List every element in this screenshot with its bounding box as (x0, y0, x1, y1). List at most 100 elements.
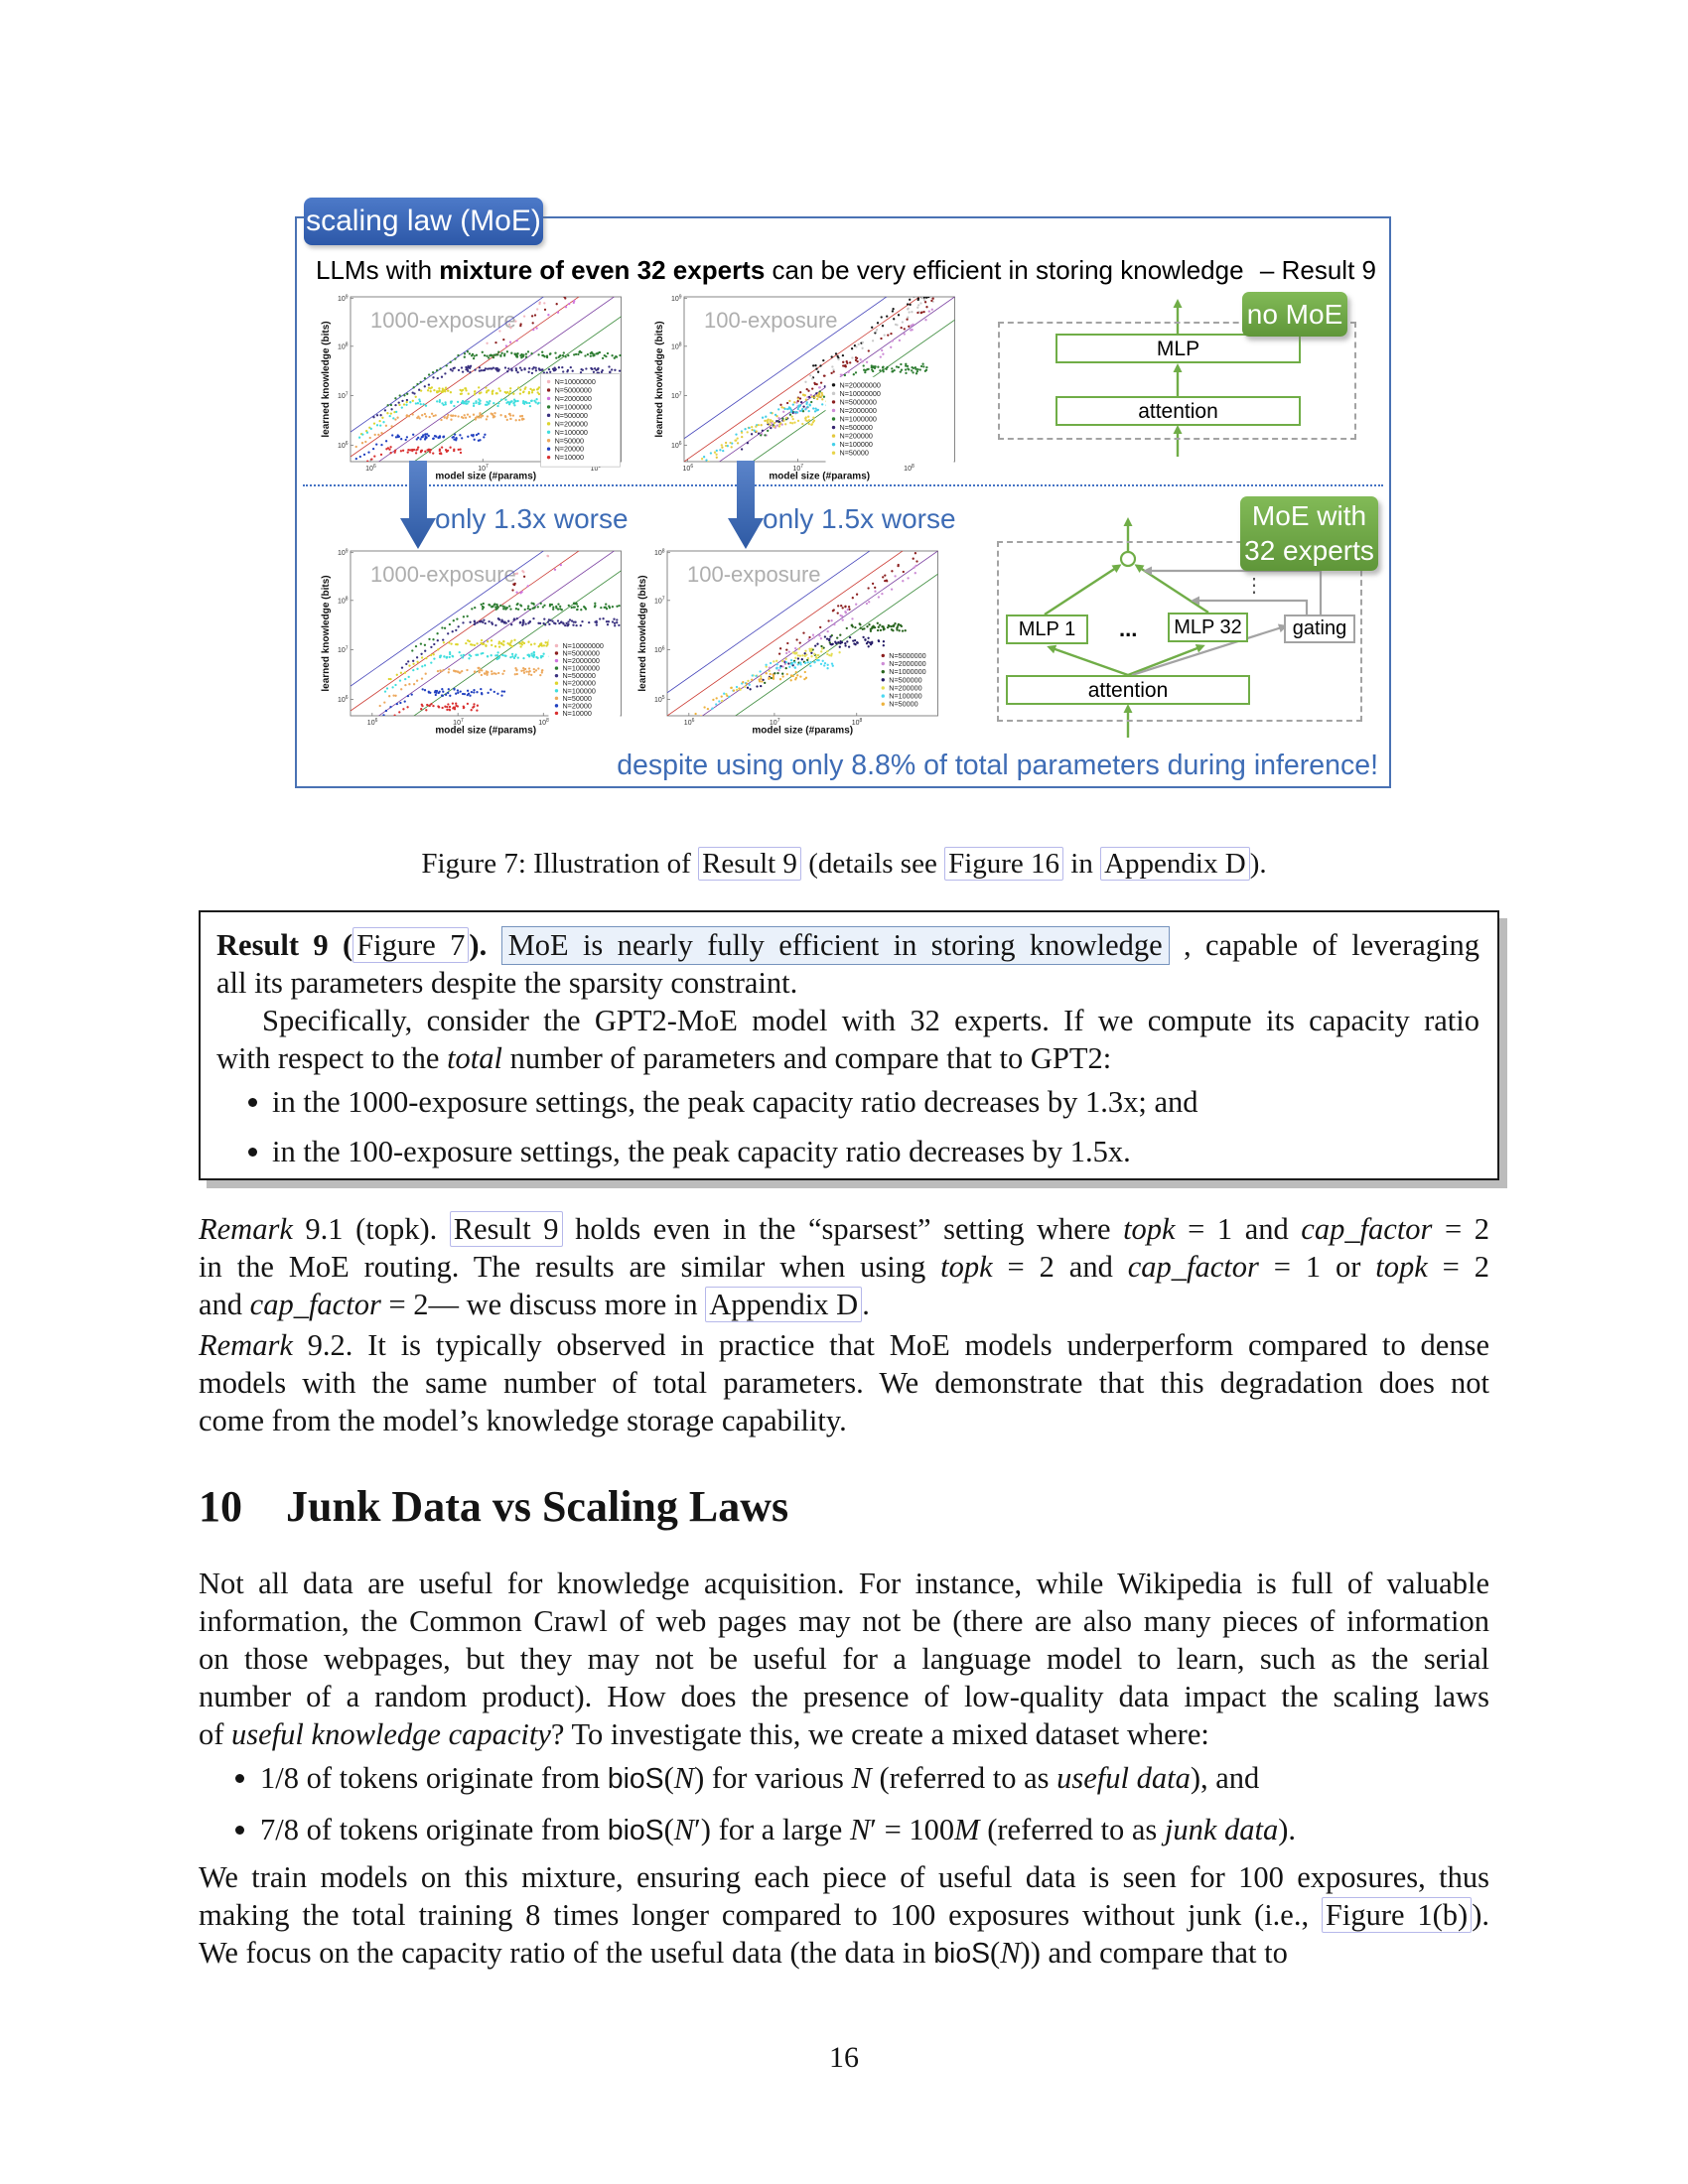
section-title: Junk Data vs Scaling Laws (286, 1482, 789, 1531)
text-span: ( (663, 1813, 674, 1846)
text-span: junk data (1164, 1813, 1279, 1846)
text-span: ). (1472, 1898, 1489, 1932)
ref-link[interactable]: Result 9 (698, 847, 801, 881)
svg-text:109: 109 (671, 294, 682, 303)
moe-attention-box: attention (1006, 675, 1250, 705)
svg-text:107: 107 (770, 718, 780, 727)
text-span: bioS (607, 1815, 664, 1846)
text-span: LLMs with (316, 255, 440, 285)
svg-text:N=1000000: N=1000000 (555, 402, 592, 411)
svg-text:N=50000: N=50000 (889, 700, 917, 709)
moe-tag: MoE with 32 experts (1240, 496, 1378, 571)
text-span: ) for various (694, 1761, 852, 1795)
junk-data-paragraph-2: We train models on this mixture, ensurin… (199, 1858, 1489, 1973)
ref-link[interactable]: Figure 7 (352, 927, 470, 963)
text-span: . (862, 1288, 870, 1321)
svg-text:learned knowledge (bits): learned knowledge (bits) (321, 321, 332, 437)
svg-text:106: 106 (367, 718, 378, 727)
text-span: bioS (607, 1763, 664, 1795)
svg-text:106: 106 (654, 645, 665, 654)
result-9-bullet-1000: in the 1000-exposure settings, the peak … (216, 1083, 1479, 1121)
svg-text:107: 107 (478, 464, 489, 473)
svg-text:1000-exposure: 1000-exposure (370, 562, 516, 587)
text-span: M (954, 1813, 980, 1846)
text-span: with respect to the (216, 1041, 448, 1075)
svg-text:N=500000: N=500000 (562, 671, 595, 680)
text-span: come from the model’s knowledge storage … (199, 1404, 847, 1437)
svg-text:N=100000: N=100000 (562, 686, 595, 695)
text-span: number of parameters and compare that to… (502, 1041, 1112, 1075)
text-span: )) and compare that to (1020, 1936, 1288, 1970)
svg-text:105: 105 (654, 695, 665, 704)
text-span: and (199, 1288, 250, 1321)
text-span: ). (469, 928, 488, 962)
svg-text:106: 106 (338, 695, 349, 704)
text-span: ). (1278, 1813, 1297, 1846)
text-span (487, 928, 500, 962)
ref-link[interactable]: Figure 16 (944, 847, 1064, 881)
text-span: N (851, 1761, 872, 1795)
text-span: on those webpages, but they may not be u… (199, 1642, 1489, 1676)
text-span: ′) for a large (694, 1813, 850, 1846)
svg-text:106: 106 (684, 718, 695, 727)
svg-text:108: 108 (338, 597, 349, 606)
text-span: = 2 (1427, 1250, 1490, 1284)
svg-text:106: 106 (671, 441, 682, 450)
no-moe-arrows (1173, 299, 1183, 457)
text-span: cap_factor (249, 1288, 381, 1321)
text-span: MoE is nearly fully efficient in storing… (500, 926, 1170, 965)
ref-link[interactable]: Appendix D (1100, 847, 1250, 881)
text-span: We train models on this mixture, ensurin… (199, 1860, 1489, 1894)
svg-text:N=200000: N=200000 (840, 432, 873, 441)
dotted-separator (303, 484, 1383, 486)
svg-text:107: 107 (338, 391, 349, 400)
svg-text:107: 107 (671, 391, 682, 400)
text-span: in the 1000-exposure settings, the peak … (272, 1085, 1198, 1119)
svg-text:109: 109 (338, 294, 349, 303)
text-span: Result 9 ( (216, 928, 353, 962)
moe-vdots: ⋮ (1244, 575, 1264, 597)
svg-text:N=200000: N=200000 (562, 679, 595, 688)
page-number: 16 (829, 2041, 859, 2074)
moe-mlp32-box: MLP 32 (1168, 613, 1248, 642)
text-span: (referred to as (871, 1761, 1057, 1795)
svg-text:N=2000000: N=2000000 (889, 659, 925, 668)
ref-link[interactable]: Result 9 (449, 1211, 563, 1247)
svg-text:108: 108 (538, 718, 549, 727)
text-span: ( (990, 1936, 1001, 1970)
ref-link[interactable]: Appendix D (705, 1287, 863, 1322)
svg-text:107: 107 (453, 718, 464, 727)
text-span: useful knowledge capacity (231, 1717, 551, 1751)
no-moe-dashed-box (998, 322, 1356, 440)
svg-text:N=10000: N=10000 (555, 453, 584, 462)
text-span: Not all data are useful for knowledge ac… (199, 1567, 1489, 1600)
text-span: 9.2. It is typically observed in practic… (292, 1328, 1489, 1362)
text-span: models with the same number of total par… (199, 1366, 1489, 1400)
text-span: in (1063, 848, 1101, 880)
text-line: and cap_factor = 2— we discuss more in A… (199, 1286, 1489, 1323)
svg-text:N=20000: N=20000 (555, 445, 584, 454)
svg-text:model size (#params): model size (#params) (769, 472, 870, 482)
text-line: number of a random product). How does th… (199, 1678, 1489, 1715)
svg-text:N=100000: N=100000 (555, 428, 588, 437)
figure-headline-text: LLMs with mixture of even 32 experts can… (316, 255, 1244, 286)
text-span: N (673, 1813, 695, 1846)
text-line: of useful knowledge capacity? To investi… (199, 1715, 1489, 1753)
figure-headline-result-ref: – Result 9 (1259, 255, 1376, 285)
text-span: all its parameters despite the sparsity … (216, 966, 798, 1000)
text-line: come from the model’s knowledge storage … (199, 1402, 1489, 1439)
svg-text:108: 108 (338, 342, 349, 351)
svg-text:N=200000: N=200000 (555, 419, 588, 428)
text-span: N (849, 1813, 871, 1846)
text-span: (referred to as (979, 1813, 1165, 1846)
ref-link[interactable]: Figure 1(b) (1321, 1897, 1473, 1933)
no-moe-mlp-box: MLP (1055, 334, 1301, 363)
figure-caption: Figure 7: Illustration of Result 9 (deta… (199, 845, 1489, 883)
svg-text:learned knowledge (bits): learned knowledge (bits) (654, 321, 665, 437)
text-span: in the MoE routing. The results are simi… (199, 1250, 941, 1284)
text-span: N (1000, 1936, 1021, 1970)
